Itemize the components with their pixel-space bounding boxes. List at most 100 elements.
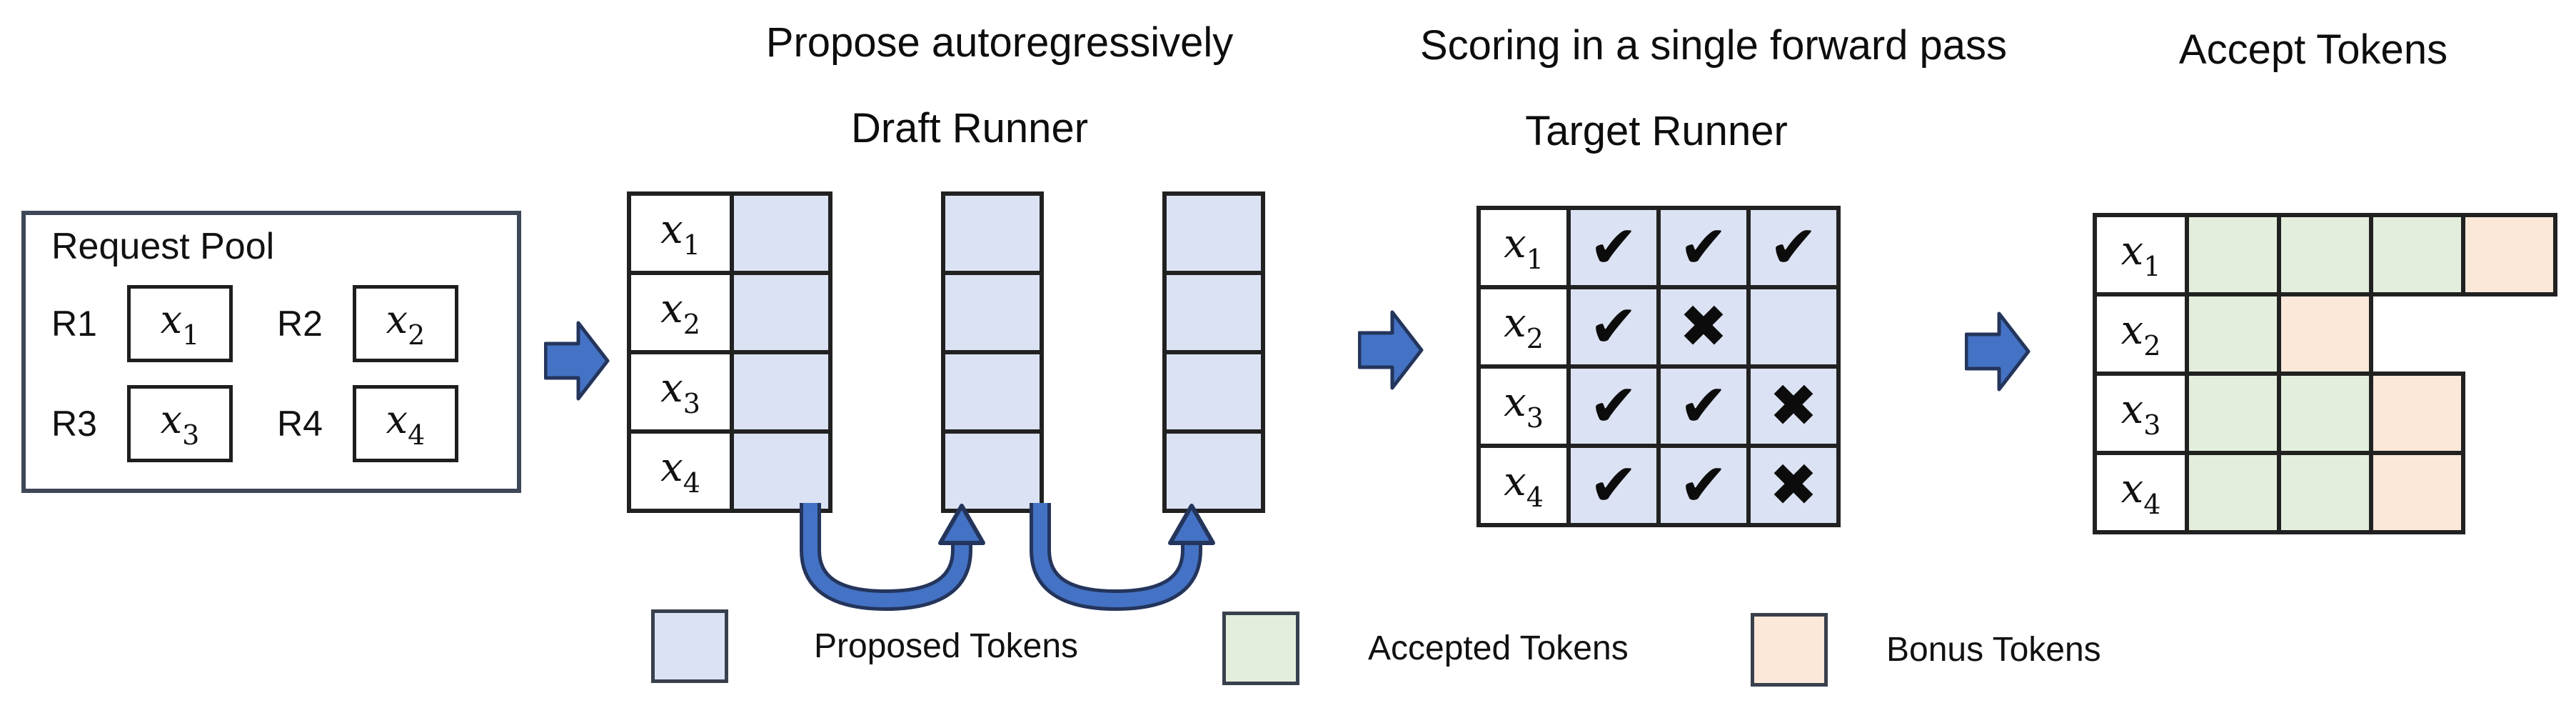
bonus-cell — [2369, 451, 2465, 534]
table-row: x1 — [627, 191, 832, 275]
token-label: x3 — [1504, 379, 1544, 434]
proposed-cell — [730, 429, 832, 513]
check-icon: ✔ — [1679, 372, 1729, 440]
token-label: x3 — [160, 397, 200, 451]
flow-arrow-icon — [1358, 310, 1424, 390]
mark-cell: ✔ — [1566, 285, 1661, 369]
target-runner-title: Target Runner — [1525, 108, 1788, 154]
propose-title: Propose autoregressively — [765, 19, 1234, 66]
scoring-title: Scoring in a single forward pass — [1419, 22, 2008, 69]
token-label: x4 — [386, 397, 426, 451]
check-icon: ✔ — [1589, 292, 1639, 361]
check-icon: ✔ — [1589, 372, 1639, 440]
request-id: R3 — [51, 404, 97, 444]
proposed-cell — [941, 271, 1044, 354]
row-label-cell: x4 — [1476, 444, 1571, 527]
check-icon: ✔ — [1589, 213, 1639, 281]
check-icon: ✔ — [1679, 451, 1729, 519]
proposed-cell — [941, 191, 1044, 275]
draft-step-column-3 — [1162, 191, 1265, 513]
token-label: x2 — [660, 286, 700, 340]
token-label: x1 — [1504, 221, 1544, 275]
row-label-cell: x4 — [627, 429, 734, 513]
table-row: x2 ✔ ✖ — [1476, 285, 1841, 369]
proposed-cell — [941, 429, 1044, 513]
proposed-cell — [941, 350, 1044, 434]
request-pool-title: Request Pool — [51, 226, 275, 267]
row-label-cell: x3 — [2093, 372, 2189, 455]
mark-cell: ✖ — [1746, 444, 1841, 527]
proposed-cell — [730, 271, 832, 354]
mark-cell: ✖ — [1656, 285, 1751, 369]
token-label: x1 — [160, 296, 200, 351]
bonus-cell — [2277, 292, 2373, 376]
table-row: x3 — [627, 350, 832, 434]
proposed-cell — [1162, 191, 1265, 275]
table-row — [941, 191, 1044, 275]
row-label-cell: x1 — [2093, 213, 2189, 296]
check-icon: ✔ — [1679, 213, 1729, 281]
cross-icon: ✖ — [1769, 372, 1818, 440]
accept-tokens-title: Accept Tokens — [2178, 26, 2448, 73]
row-label-cell: x4 — [2093, 451, 2189, 534]
check-icon: ✔ — [1589, 451, 1639, 519]
autoregressive-loop-arrow-icon — [800, 503, 985, 612]
autoregressive-loop-arrow-icon — [1030, 503, 1215, 612]
table-row — [1162, 350, 1265, 434]
table-row: x3 — [2093, 372, 2555, 455]
request-id: R4 — [277, 404, 323, 444]
token-label: x1 — [2120, 228, 2161, 282]
mark-cell: ✔ — [1746, 206, 1841, 289]
cross-icon: ✖ — [1769, 451, 1818, 519]
legend-label: Accepted Tokens — [1368, 629, 1629, 667]
mark-cell: ✔ — [1566, 444, 1661, 527]
table-row: x1 ✔ ✔ ✔ — [1476, 206, 1841, 289]
table-row — [941, 429, 1044, 513]
token-label: x4 — [2120, 466, 2161, 520]
accepted-cell — [2277, 372, 2373, 455]
table-row: x4 — [627, 429, 832, 513]
empty-cell — [2371, 294, 2463, 374]
draft-grid: x1 x2 x3 x4 — [627, 191, 832, 513]
flow-arrow-icon — [1965, 311, 2031, 392]
mark-cell — [1746, 285, 1841, 369]
table-row — [1162, 191, 1265, 275]
request-item: R3 x3 — [51, 385, 273, 462]
accepted-cell — [2277, 213, 2373, 296]
target-grid: x1 ✔ ✔ ✔ x2 ✔ ✖ x3 ✔ ✔ ✖ x4 ✔ ✔ ✖ — [1476, 206, 1841, 527]
accepted-swatch — [1222, 612, 1299, 685]
table-row — [1162, 429, 1265, 513]
token-label: x3 — [660, 365, 700, 419]
table-row: x1 — [2093, 213, 2557, 296]
mark-cell: ✔ — [1566, 364, 1661, 448]
mark-cell: ✔ — [1656, 206, 1751, 289]
proposed-cell — [1162, 429, 1265, 513]
row-label-cell: x2 — [2093, 292, 2189, 376]
mark-cell: ✔ — [1566, 206, 1661, 289]
empty-cell — [2463, 294, 2555, 374]
table-row: x3 ✔ ✔ ✖ — [1476, 364, 1841, 448]
row-label-cell: x1 — [627, 191, 734, 275]
empty-cell — [2463, 374, 2555, 453]
empty-cell — [2463, 453, 2555, 532]
table-row: x4 — [2093, 451, 2555, 534]
autoregressive-loop-arrows — [800, 503, 1215, 612]
table-row: x4 ✔ ✔ ✖ — [1476, 444, 1841, 527]
cross-icon: ✖ — [1679, 292, 1729, 361]
check-icon: ✔ — [1769, 213, 1818, 281]
table-row: x2 — [627, 271, 832, 354]
accepted-cell — [2277, 451, 2373, 534]
token-label: x2 — [1504, 300, 1544, 354]
table-row — [941, 350, 1044, 434]
row-label-cell: x2 — [1476, 285, 1571, 369]
accepted-cell — [2185, 451, 2281, 534]
table-row: x2 — [2093, 292, 2555, 376]
proposed-cell — [1162, 271, 1265, 354]
token-box: x1 — [127, 285, 233, 362]
token-label: x4 — [660, 444, 700, 499]
